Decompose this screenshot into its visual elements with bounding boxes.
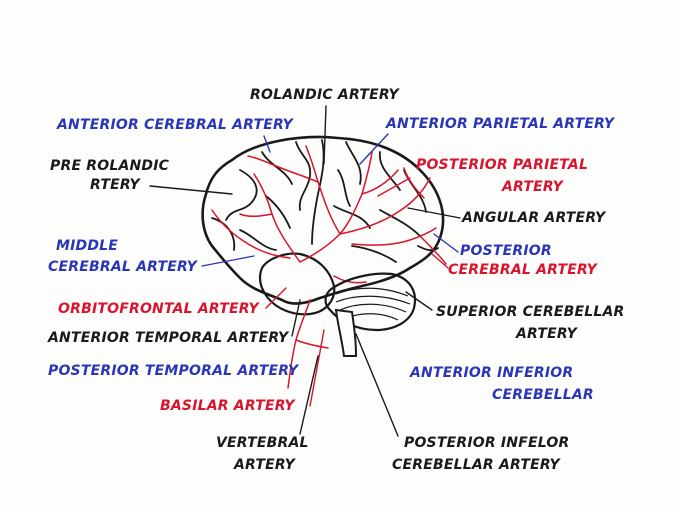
artery-network <box>211 145 447 389</box>
label-anterior-inferior-cerebellar-line2: CEREBELLAR <box>492 387 594 403</box>
temporal-lobe-outline <box>258 252 336 316</box>
label-posterior-temporal-artery: POSTERIOR TEMPORAL ARTERY <box>48 363 299 379</box>
label-anterior-temporal-artery: ANTERIOR TEMPORAL ARTERY <box>48 330 289 346</box>
label-middle-cerebral-line2: CEREBRAL ARTERY <box>48 259 197 275</box>
label-orbitofrontal-artery: ORBITOFRONTAL ARTERY <box>58 301 259 317</box>
label-vertebral-line1: VERTEBRAL <box>216 435 309 451</box>
label-anterior-parietal-artery: ANTERIOR PARIETAL ARTERY <box>386 116 615 132</box>
label-basilar-artery: BASILAR ARTERY <box>160 398 295 414</box>
cerebellum-outline <box>324 272 417 332</box>
label-posterior-parietal-line1: POSTERIOR PARIETAL <box>416 157 589 173</box>
label-anterior-cerebral-artery: ANTERIOR CEREBRAL ARTERY <box>57 117 294 133</box>
leader-lines <box>149 105 461 437</box>
cerebellum-folia <box>335 287 411 321</box>
label-posterior-cerebral-line2: CEREBRAL ARTERY <box>448 262 597 278</box>
label-rolandic-artery: ROLANDIC ARTERY <box>250 87 399 103</box>
label-angular-artery: ANGULAR ARTERY <box>462 210 606 226</box>
label-superior-cerebellar-line1: SUPERIOR CEREBELLAR <box>436 304 625 320</box>
label-pre-rolandic-line1: PRE ROLANDIC <box>50 158 170 174</box>
label-posterior-inferior-cerebellar-line1: POSTERIOR INFELOR <box>404 435 570 451</box>
label-posterior-parietal-line2: ARTERY <box>502 179 563 195</box>
label-posterior-inferior-cerebellar-line2: CEREBELLAR ARTERY <box>392 457 560 473</box>
brain-stem <box>334 308 358 357</box>
label-pre-rolandic-line2: RTERY <box>90 177 140 193</box>
cerebrum-outline <box>201 135 445 305</box>
label-anterior-inferior-cerebellar-line1: ANTERIOR INFERIOR <box>410 365 574 381</box>
label-middle-cerebral-line1: MIDDLE <box>56 238 119 254</box>
label-posterior-cerebral-line1: POSTERIOR <box>460 243 552 259</box>
label-superior-cerebellar-line2: ARTERY <box>516 326 577 342</box>
label-vertebral-line2: ARTERY <box>234 457 295 473</box>
